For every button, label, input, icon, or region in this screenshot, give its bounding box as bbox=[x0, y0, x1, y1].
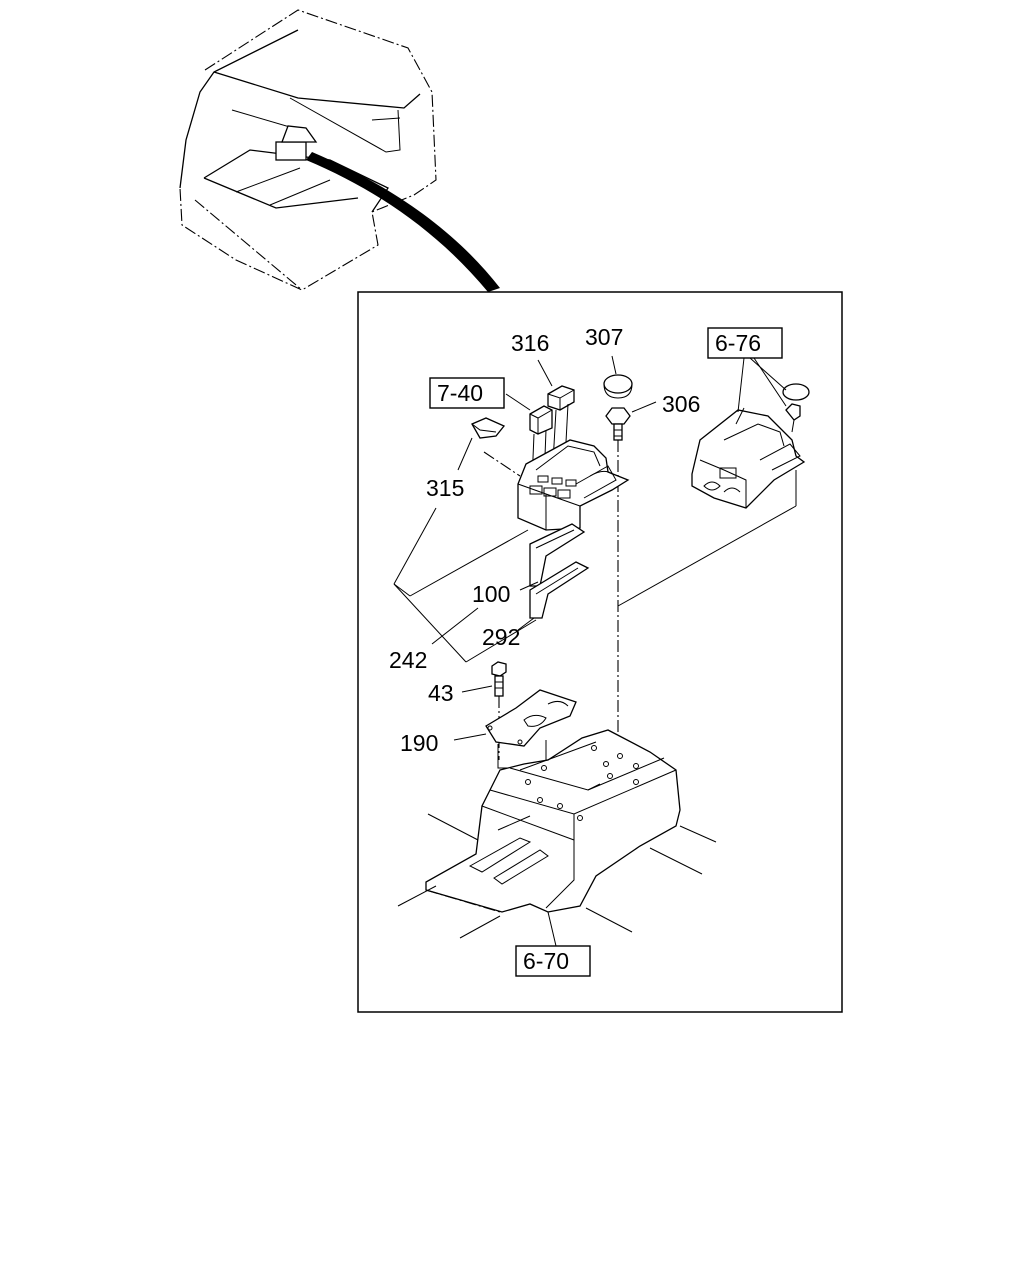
alternate-console-6-76 bbox=[617, 357, 810, 607]
part-100-gasket bbox=[519, 523, 586, 591]
part-315-pad bbox=[457, 417, 521, 477]
part-307-cap bbox=[603, 355, 633, 399]
label-315: 315 bbox=[426, 475, 464, 501]
detail-frame bbox=[357, 291, 843, 1013]
cab-overview bbox=[179, 9, 500, 292]
ref-6-76: 6-76 bbox=[715, 330, 761, 356]
label-100: 100 bbox=[472, 581, 510, 607]
label-316: 316 bbox=[511, 330, 549, 356]
part-43-bolt bbox=[461, 661, 507, 760]
base-console-6-70 bbox=[397, 729, 717, 947]
part-292-seal bbox=[517, 561, 590, 631]
label-190: 190 bbox=[400, 730, 438, 756]
part-7-40-switch bbox=[505, 393, 553, 483]
part-306-screw bbox=[605, 401, 657, 755]
label-292: 292 bbox=[482, 624, 520, 650]
ref-7-40: 7-40 bbox=[437, 380, 483, 406]
ref-6-70: 6-70 bbox=[523, 948, 569, 974]
label-307: 307 bbox=[585, 324, 623, 350]
leader-lines-242 bbox=[393, 507, 537, 663]
reference-boxes: 7-40 6-76 6-70 bbox=[429, 327, 783, 977]
console-cover bbox=[517, 439, 630, 531]
label-306: 306 bbox=[662, 391, 700, 417]
label-242: 242 bbox=[389, 647, 427, 673]
label-43: 43 bbox=[428, 680, 454, 706]
part-190-bracket bbox=[453, 689, 577, 769]
part-labels: 316 307 306 315 100 292 242 43 190 bbox=[389, 324, 700, 756]
